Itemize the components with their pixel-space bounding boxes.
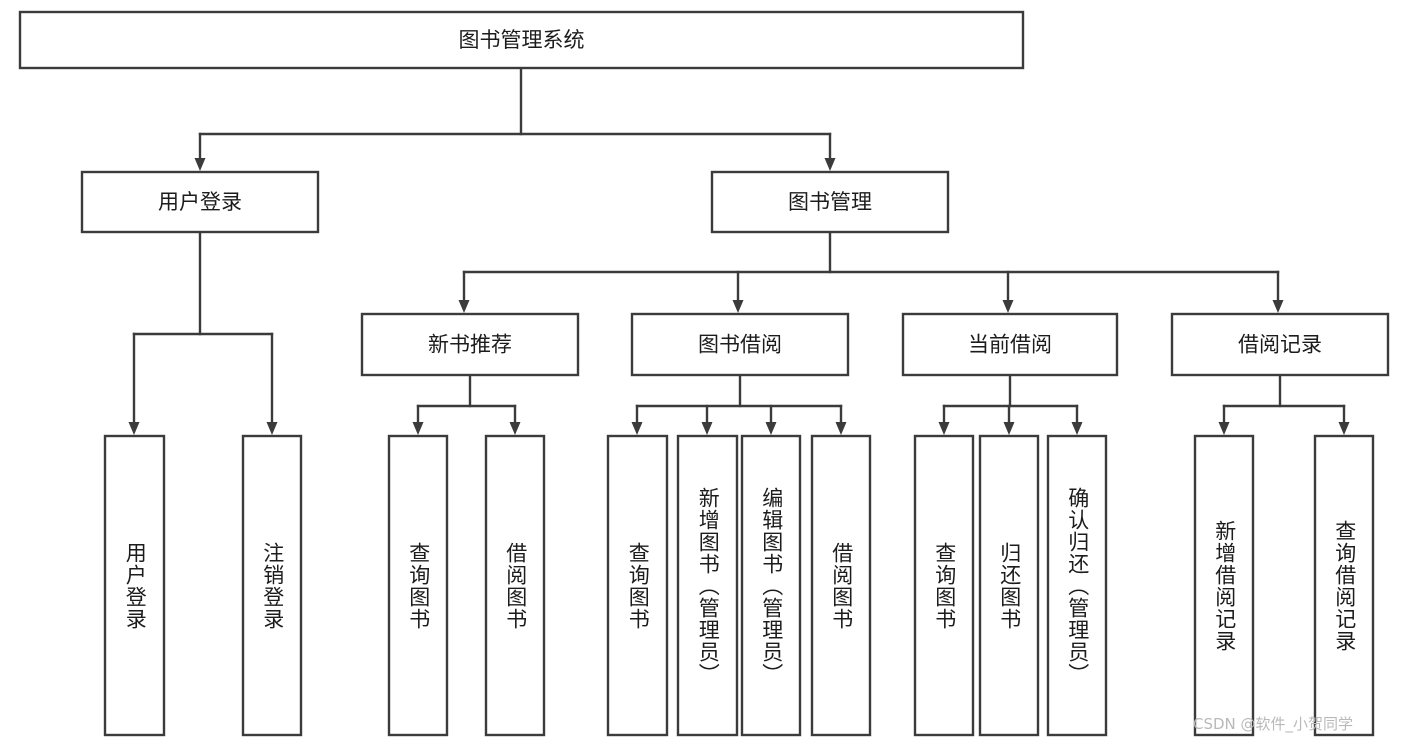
- node-root-box[interactable]: [18, 10, 1025, 70]
- leaf-edit-book-admin-box[interactable]: [740, 434, 802, 737]
- leaf-confirm-return-box[interactable]: [1046, 434, 1108, 737]
- arrow-head-icon: [1002, 300, 1014, 313]
- arrow-head-icon: [824, 158, 836, 171]
- arrow-head-icon: [765, 422, 777, 435]
- leaf-add-book-admin-box[interactable]: [676, 434, 739, 737]
- leaf-query-book-cur-box[interactable]: [913, 434, 975, 737]
- connector-new-book-to-leaves: [412, 373, 521, 435]
- node-borrow-record-label: 借阅记录: [1238, 333, 1322, 357]
- connector-layer: [128, 66, 1350, 435]
- arrow-head-icon: [631, 422, 643, 435]
- node-user-login-box[interactable]: [80, 170, 320, 234]
- arrow-head-icon: [509, 422, 521, 435]
- node-root-label: 图书管理系统: [459, 28, 585, 52]
- arrow-head-icon: [1003, 422, 1015, 435]
- connector-book-manage-to-level3: [458, 230, 1284, 313]
- arrow-head-icon: [1338, 422, 1350, 435]
- node-book-borrow-box[interactable]: [630, 312, 850, 377]
- arrow-head-icon: [938, 422, 950, 435]
- leaf-user-login-box[interactable]: [103, 434, 166, 737]
- node-current-borrow-box[interactable]: [901, 312, 1119, 377]
- leaf-query-book-rec-box[interactable]: [387, 434, 449, 737]
- leaf-borrow-book-rec-box[interactable]: [484, 434, 546, 737]
- node-borrow-record-box[interactable]: [1170, 312, 1390, 377]
- node-box-layer: [18, 10, 1390, 737]
- arrow-head-icon: [1071, 422, 1083, 435]
- arrow-head-icon: [732, 300, 744, 313]
- arrow-head-icon: [266, 422, 278, 435]
- csdn-watermark: CSDN @软件_小贺同学: [1193, 715, 1354, 733]
- connector-current-borrow-to-leaves: [938, 373, 1083, 435]
- arrow-head-icon: [128, 422, 140, 435]
- arrow-head-icon: [412, 422, 424, 435]
- arrow-head-icon: [1218, 422, 1230, 435]
- node-current-borrow-label: 当前借阅: [968, 333, 1052, 357]
- node-book-manage-label: 图书管理: [788, 190, 872, 214]
- connector-borrow-record-to-leaves: [1218, 373, 1350, 435]
- arrow-head-icon: [1272, 300, 1284, 313]
- leaf-add-record-box[interactable]: [1193, 434, 1255, 737]
- node-book-manage-box[interactable]: [710, 170, 950, 234]
- arrow-head-icon: [701, 422, 713, 435]
- leaf-logout-login-box[interactable]: [241, 434, 303, 737]
- arrow-head-icon: [194, 158, 206, 171]
- leaf-borrow-book-box[interactable]: [810, 434, 872, 737]
- leaf-query-record-box[interactable]: [1313, 434, 1375, 737]
- connector-book-borrow-to-leaves: [631, 373, 847, 435]
- node-new-book-rec-label: 新书推荐: [428, 333, 512, 357]
- arrow-head-icon: [458, 300, 470, 313]
- node-user-login-label: 用户登录: [158, 190, 242, 214]
- leaf-query-book-box[interactable]: [606, 434, 669, 737]
- node-new-book-rec-box[interactable]: [360, 312, 580, 377]
- node-book-borrow-label: 图书借阅: [698, 333, 782, 357]
- connector-user-login-to-leaves: [128, 230, 278, 435]
- arrow-head-icon: [835, 422, 847, 435]
- leaf-return-book-box[interactable]: [978, 434, 1040, 737]
- connector-root-to-level2: [194, 66, 836, 171]
